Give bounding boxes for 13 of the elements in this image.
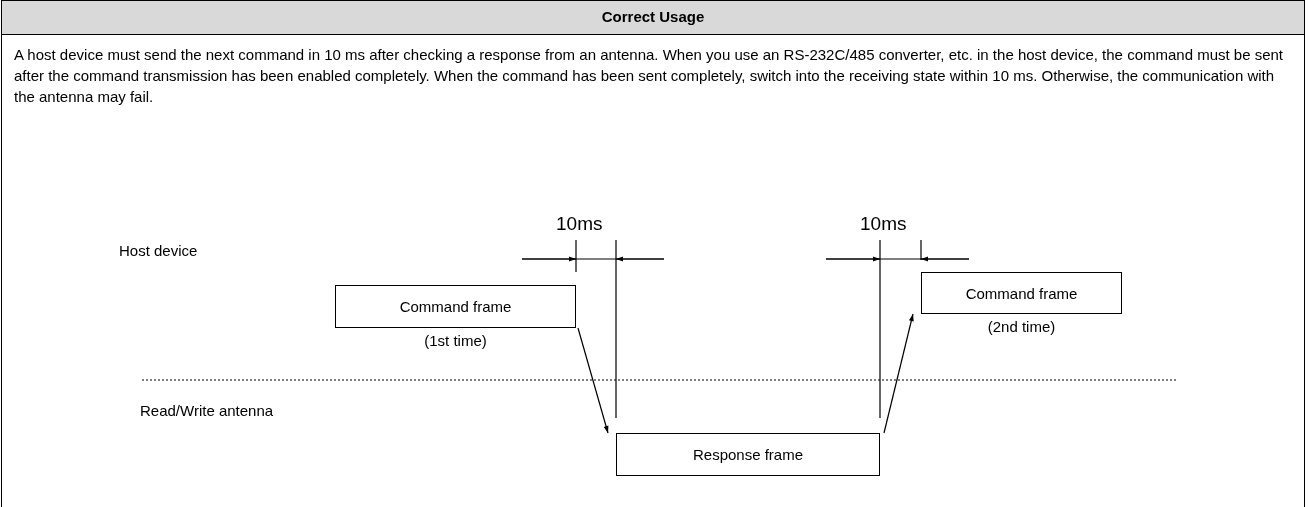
lane-label: Host device [119, 241, 198, 261]
frame-caption: (2nd time) [986, 318, 1057, 335]
instruction-paragraph: A host device must send the next command in 10 ms after checking a response from an antenna. When you use an RS-232C/485 converter, etc. in the host device, the command must be sent after the command transmission has been enabled completely. When the command has been sent completely, switch into the receiving state within 10 ms. Otherwise, the communication with the antenna may fail. [14, 45, 1285, 107]
lane-label: Read/Write antenna [140, 401, 274, 421]
header-title: Correct Usage [1, 0, 1305, 35]
time-label: 10ms [860, 213, 907, 234]
arrow [577, 327, 609, 434]
arrow [883, 313, 914, 434]
time-label: 10ms [556, 213, 603, 234]
frame-box: Response frame [616, 433, 880, 476]
frame-caption: (1st time) [423, 332, 488, 349]
frame-box: Command frame [921, 272, 1122, 314]
frame-box: Command frame [335, 285, 576, 328]
